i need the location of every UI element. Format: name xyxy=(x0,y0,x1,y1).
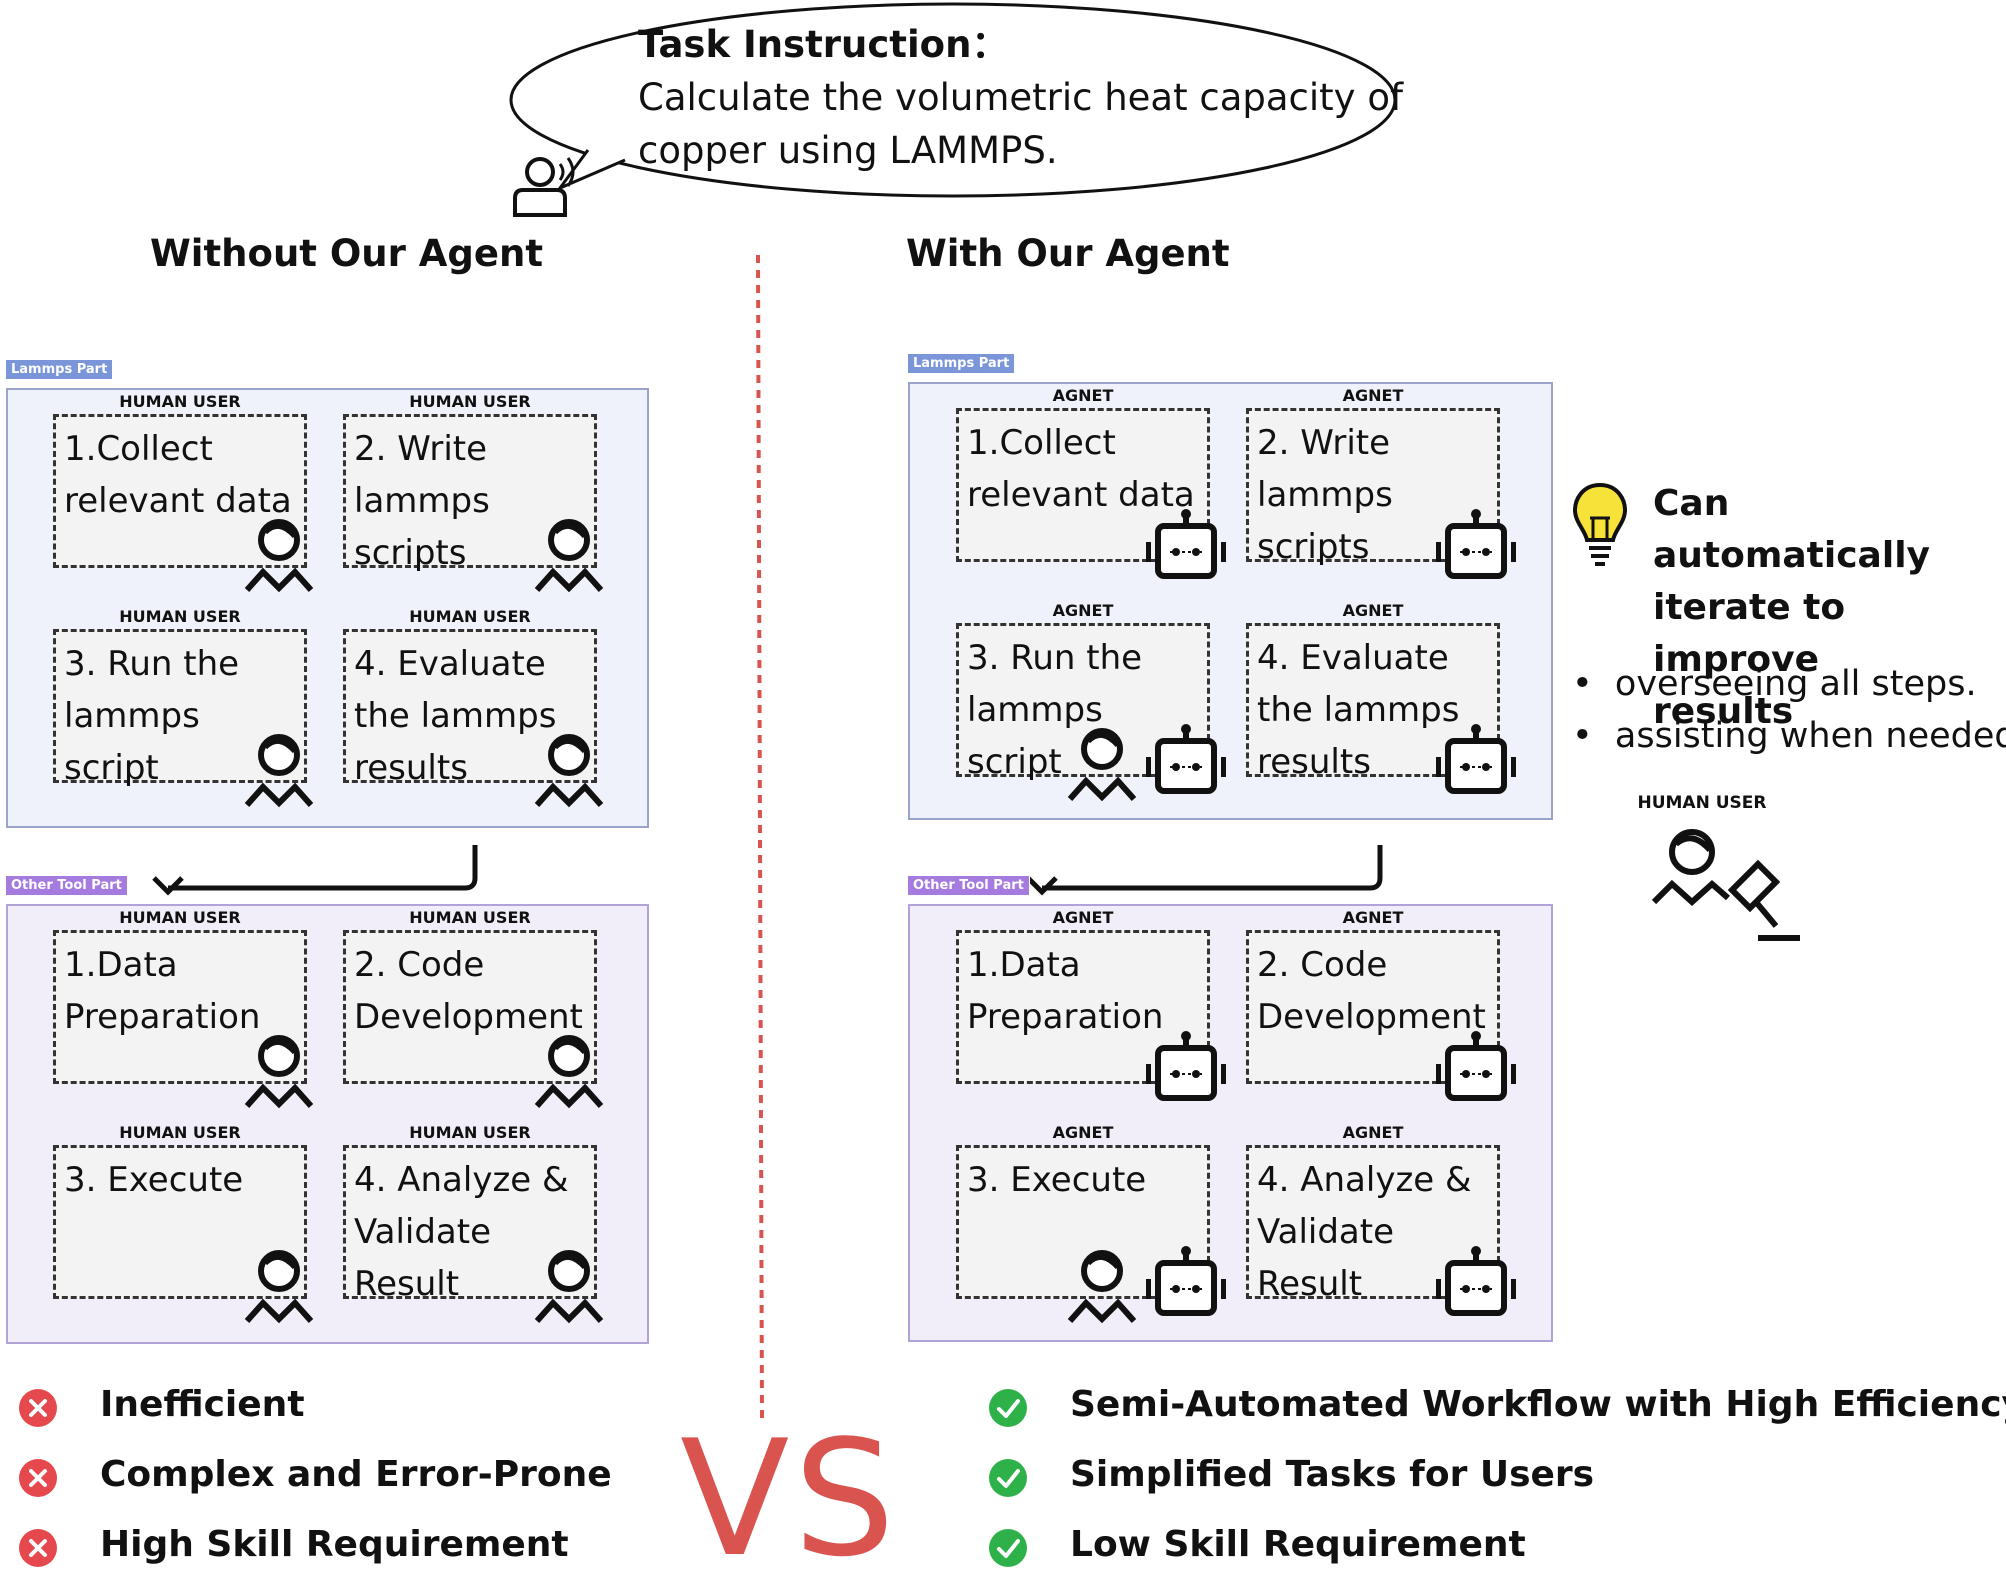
robot-agent-icon xyxy=(1435,1245,1517,1325)
x-circle-icon xyxy=(18,1388,58,1432)
x-circle-icon xyxy=(18,1458,58,1502)
right-lammps-role-label-4: AGNET xyxy=(1342,601,1404,620)
check-circle-icon xyxy=(988,1528,1028,1572)
robot-agent-icon xyxy=(1435,723,1517,803)
task-line-2: copper using LAMMPS. xyxy=(638,129,1058,172)
robot-agent-icon xyxy=(1145,1245,1227,1325)
right-lammps-role-label-3: AGNET xyxy=(1052,601,1114,620)
right-other-role-label-1: AGNET xyxy=(1052,908,1114,927)
right-other-role-label-2: AGNET xyxy=(1342,908,1404,927)
left-other-step-card-1: 1.Data Preparation xyxy=(53,930,307,1084)
right-other-step-text-2: 2. Code Development xyxy=(1257,945,1486,1037)
human-user-icon xyxy=(243,514,315,598)
con-item-2: Complex and Error-Prone xyxy=(100,1454,612,1495)
right-lammps-step-text-2: 2. Write lammps scripts xyxy=(1257,423,1393,567)
left-other-role-label-3: HUMAN USER xyxy=(119,1123,241,1142)
bullet-overseeing-text: overseeing all steps. xyxy=(1614,664,1977,704)
x-circle-icon xyxy=(18,1528,58,1572)
right-other-tag: Other Tool Part xyxy=(908,876,1029,895)
left-lammps-role-label-3: HUMAN USER xyxy=(119,607,241,626)
task-instruction: Task Instruction： Calculate the volumetr… xyxy=(638,18,1403,177)
robot-agent-icon xyxy=(1145,508,1227,588)
human-user-icon xyxy=(533,514,605,598)
right-other-step-card-4: 4. Analyze & Validate Result xyxy=(1246,1145,1500,1304)
robot-agent-icon xyxy=(1145,1030,1227,1110)
left-flow-arrow xyxy=(152,845,478,896)
right-heading: With Our Agent xyxy=(906,232,1230,275)
bullet-assisting-text: assisting when needed. xyxy=(1614,716,2006,756)
human-user-icon xyxy=(1066,1245,1138,1329)
bullet-overseeing: • overseeing all steps. xyxy=(1572,664,1977,704)
check-circle-icon xyxy=(988,1388,1028,1432)
human-user-icon xyxy=(533,1245,605,1329)
left-other-step-text-2: 2. Code Development xyxy=(354,945,583,1037)
human-user-icon xyxy=(533,729,605,813)
left-lammps-role-label-4: HUMAN USER xyxy=(409,607,531,626)
human-user-icon xyxy=(243,729,315,813)
right-lammps-step-text-4: 4. Evaluate the lammps results xyxy=(1257,638,1460,782)
right-lammps-tag: Lammps Part xyxy=(908,354,1015,373)
con-item-3: High Skill Requirement xyxy=(100,1524,569,1565)
left-other-step-text-4: 4. Analyze & Validate Result xyxy=(354,1160,569,1304)
left-other-role-label-1: HUMAN USER xyxy=(119,908,241,927)
left-lammps-role-label-2: HUMAN USER xyxy=(409,392,531,411)
vertical-divider xyxy=(756,254,764,1421)
robot-agent-icon xyxy=(1435,1030,1517,1110)
left-other-step-text-3: 3. Execute xyxy=(64,1160,244,1200)
human-user-icon xyxy=(533,1030,605,1114)
right-lammps-step-text-1: 1.Collect relevant data xyxy=(967,423,1195,515)
right-other-role-label-3: AGNET xyxy=(1052,1123,1114,1142)
right-flow-arrow xyxy=(1030,845,1383,896)
task-line-1: Calculate the volumetric heat capacity o… xyxy=(638,76,1404,119)
lightbulb-icon xyxy=(1572,482,1628,566)
right-other-role-label-4: AGNET xyxy=(1342,1123,1404,1142)
right-other-step-text-4: 4. Analyze & Validate Result xyxy=(1257,1160,1472,1304)
vs-label: VS xyxy=(680,1405,900,1592)
check-circle-icon xyxy=(988,1458,1028,1502)
left-other-tag: Other Tool Part xyxy=(6,876,127,895)
task-title: Task Instruction： xyxy=(638,23,1009,66)
left-lammps-step-text-1: 1.Collect relevant data xyxy=(64,429,292,521)
left-lammps-tag: Lammps Part xyxy=(6,360,113,379)
left-other-step-text-1: 1.Data Preparation xyxy=(64,945,261,1037)
left-lammps-role-label-1: HUMAN USER xyxy=(119,392,241,411)
left-lammps-step-text-4: 4. Evaluate the lammps results xyxy=(354,644,557,788)
pro-item-2: Simplified Tasks for Users xyxy=(1070,1454,1595,1495)
human-user-icon xyxy=(243,1030,315,1114)
right-other-step-text-1: 1.Data Preparation xyxy=(967,945,1164,1037)
left-other-role-label-2: HUMAN USER xyxy=(409,908,531,927)
human-with-gavel-icon xyxy=(1651,829,1800,941)
right-lammps-step-text-3: 3. Run the lammps script xyxy=(967,638,1143,782)
oversight-human-label: HUMAN USER xyxy=(1637,793,1767,813)
left-other-role-label-4: HUMAN USER xyxy=(409,1123,531,1142)
bullet-assisting: • assisting when needed. xyxy=(1572,716,2006,756)
speaking-person-icon xyxy=(513,157,575,217)
left-other-step-card-2: 2. Code Development xyxy=(343,930,597,1084)
left-other-step-card-4: 4. Analyze & Validate Result xyxy=(343,1145,597,1304)
right-lammps-role-label-1: AGNET xyxy=(1052,386,1114,405)
right-lammps-role-label-2: AGNET xyxy=(1342,386,1404,405)
human-user-icon xyxy=(243,1245,315,1329)
human-user-icon xyxy=(1066,723,1138,807)
con-item-1: Inefficient xyxy=(100,1384,305,1425)
speech-bubble xyxy=(509,2,1397,198)
right-other-step-text-3: 3. Execute xyxy=(967,1160,1147,1200)
robot-agent-icon xyxy=(1145,723,1227,803)
left-lammps-step-text-3: 3. Run the lammps script xyxy=(64,644,240,788)
pro-item-3: Low Skill Requirement xyxy=(1070,1524,1526,1565)
left-lammps-step-text-2: 2. Write lammps scripts xyxy=(354,429,490,573)
pro-item-1: Semi-Automated Workflow with High Effici… xyxy=(1070,1384,2006,1425)
robot-agent-icon xyxy=(1435,508,1517,588)
left-heading: Without Our Agent xyxy=(150,232,544,275)
auto-iterate-title: Can automatically iterate to improve res… xyxy=(1653,483,1930,732)
